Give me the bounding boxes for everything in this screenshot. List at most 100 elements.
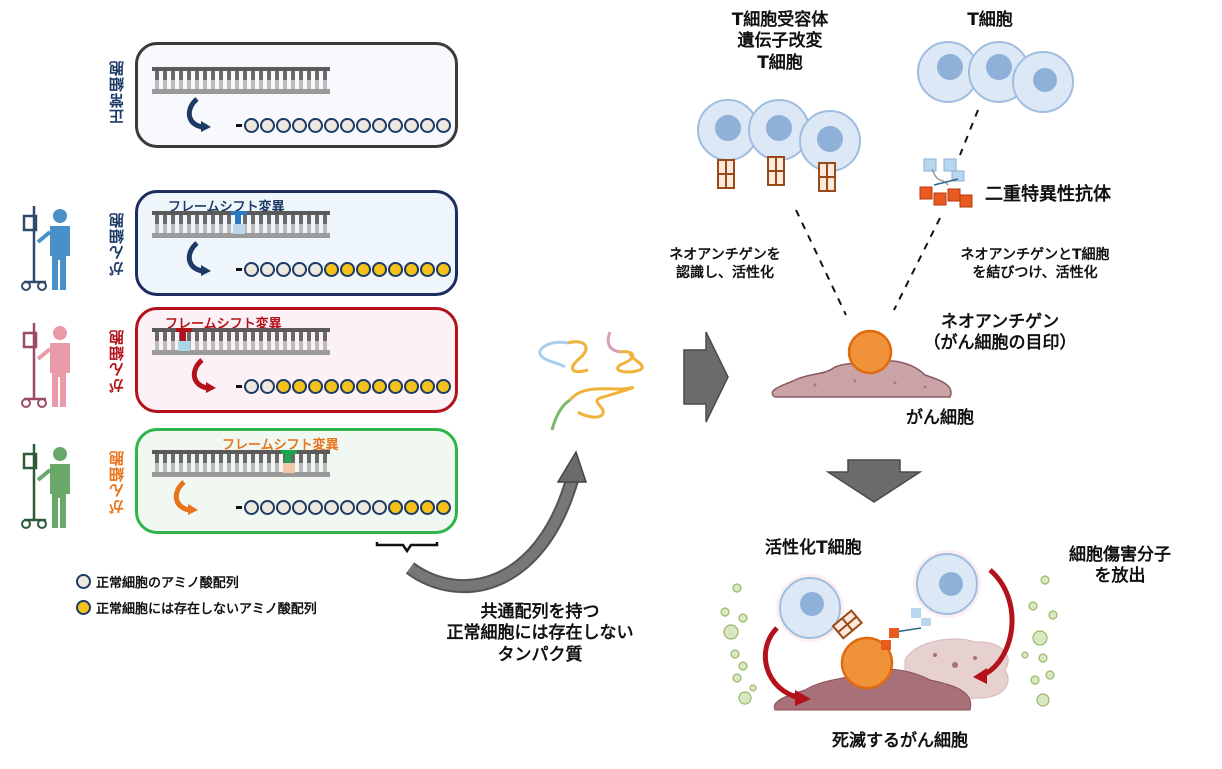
- dying-cancer-label: 死滅するがん細胞: [832, 731, 968, 751]
- chain-start: [236, 506, 242, 509]
- mutant-amino-acid: [356, 379, 371, 394]
- translation-arrow-icon: [186, 97, 211, 132]
- panel-cancer-red: [135, 307, 458, 413]
- shared-protein-caption: 共通配列を持つ 正常細胞には存在しない タンパク質: [420, 602, 660, 666]
- legend-normal-aa: 正常細胞のアミノ酸配列: [76, 572, 239, 591]
- tcr-t-cell-label: T細胞受容体 遺伝子改変 T細胞: [700, 10, 860, 74]
- patient-iv-icon: [21, 206, 70, 291]
- cytotoxic-granules-icon: [720, 575, 1058, 707]
- amino-acid-chain: [236, 262, 452, 277]
- t-cell-label: T細胞: [967, 10, 1013, 30]
- panel-label: がん細胞: [108, 450, 126, 514]
- down-arrow-icon: [825, 459, 923, 503]
- panel-label: がん細胞: [108, 212, 126, 276]
- mutant-amino-acid: [420, 500, 435, 515]
- tcr-label-line-2: 遺伝子改変: [737, 31, 823, 52]
- cytotoxic-label: 細胞傷害分子 を放出: [1050, 545, 1190, 588]
- t-cells-icon: [917, 41, 1074, 113]
- tcr-label-line-1: T細胞受容体: [731, 10, 829, 30]
- chain-start: [236, 268, 242, 271]
- release-arrow-icon: [981, 568, 1015, 678]
- normal-amino-acid: [356, 500, 371, 515]
- normal-amino-acid: [404, 118, 419, 133]
- normal-amino-acid: [356, 118, 371, 133]
- tcr-action-line-1: ネオアンチゲンを: [669, 247, 781, 263]
- mutant-amino-acid: [388, 379, 403, 394]
- right-arrow-icon: [683, 331, 729, 423]
- dna-ladder-icon: [152, 450, 330, 477]
- legend-mutant-aa: 正常細胞には存在しないアミノ酸配列: [76, 598, 317, 617]
- cancer-cell-label: がん細胞: [906, 408, 974, 428]
- release-arrow-icon: [762, 626, 801, 701]
- mutant-amino-acid: [436, 500, 451, 515]
- panel-cancer-blue: [135, 190, 458, 296]
- panel-cancer-green: [135, 428, 458, 534]
- mutant-amino-acid: [420, 379, 435, 394]
- translation-arrow-icon: [191, 358, 216, 393]
- normal-amino-acid: [260, 262, 275, 277]
- mutant-amino-acid: [324, 379, 339, 394]
- bispecific-action-text: ネオアンチゲンとT細胞 を結びつけ、活性化: [925, 247, 1145, 282]
- dna-ladder-icon: [152, 328, 330, 355]
- normal-amino-acid: [420, 118, 435, 133]
- patient-iv-icon: [21, 323, 70, 408]
- mutant-amino-acid: [340, 262, 355, 277]
- antibody-dashed-line: [893, 217, 941, 311]
- legend-mutant-text: 正常細胞には存在しないアミノ酸配列: [96, 602, 317, 617]
- normal-aa-swatch: [76, 574, 91, 589]
- neoantigen-label-line-2: （がん細胞の目印）: [923, 333, 1077, 354]
- mutant-amino-acid: [324, 262, 339, 277]
- normal-amino-acid: [292, 118, 307, 133]
- normal-amino-acid: [372, 118, 387, 133]
- normal-amino-acid: [436, 118, 451, 133]
- brace-icon: [375, 542, 439, 554]
- normal-amino-acid: [244, 379, 259, 394]
- normal-amino-acid: [388, 118, 403, 133]
- bispecific-action-line-1: ネオアンチゲンとT細胞: [960, 247, 1110, 263]
- caption-line-1: 共通配列を持つ: [480, 602, 600, 622]
- translation-arrow-icon: [186, 241, 211, 276]
- mutant-amino-acid: [372, 379, 387, 394]
- cytotoxic-label-line-2: を放出: [1094, 566, 1146, 587]
- t-cell-dashed-line: [959, 109, 979, 156]
- mutant-amino-acid: [404, 262, 419, 277]
- normal-amino-acid: [260, 118, 275, 133]
- amino-acid-chain: [236, 500, 452, 515]
- normal-amino-acid: [260, 379, 275, 394]
- normal-amino-acid: [324, 118, 339, 133]
- protein-fragments-icon: [538, 331, 644, 431]
- cancer-cell-with-neoantigen-icon: [771, 329, 952, 398]
- normal-amino-acid: [276, 262, 291, 277]
- mutant-amino-acid: [292, 379, 307, 394]
- mutant-amino-acid: [436, 379, 451, 394]
- dying-cancer-scene-icon: [720, 550, 1058, 711]
- mutant-amino-acid: [372, 262, 387, 277]
- normal-amino-acid: [276, 500, 291, 515]
- tcr-action-text: ネオアンチゲンを 認識し、活性化: [640, 247, 810, 282]
- tcr-action-line-2: 認識し、活性化: [676, 264, 774, 281]
- neoantigen-label: ネオアンチゲン （がん細胞の目印）: [900, 312, 1100, 355]
- panel-label: 正常細胞: [108, 60, 126, 124]
- mutant-amino-acid: [388, 262, 403, 277]
- normal-amino-acid: [324, 500, 339, 515]
- translation-arrow-icon: [173, 480, 198, 515]
- bispecific-label: 二重特異性抗体: [985, 184, 1111, 205]
- mutant-amino-acid: [420, 262, 435, 277]
- normal-amino-acid: [308, 500, 323, 515]
- tcr-t-cells-icon: [697, 99, 861, 192]
- chain-start: [236, 385, 242, 388]
- normal-amino-acid: [340, 500, 355, 515]
- tcr-label-line-3: T細胞: [757, 52, 803, 73]
- neoantigen-icon: [847, 329, 893, 375]
- caption-line-3: タンパク質: [497, 644, 583, 665]
- mutant-amino-acid: [404, 379, 419, 394]
- bispecific-antibody-icon: [881, 608, 931, 650]
- mutant-amino-acid: [436, 262, 451, 277]
- caption-line-2: 正常細胞には存在しない: [446, 623, 634, 644]
- patient-iv-icon: [21, 444, 70, 529]
- normal-amino-acid: [276, 118, 291, 133]
- normal-amino-acid: [244, 500, 259, 515]
- dashed-connectors: [795, 109, 979, 316]
- amino-acid-chain: [236, 118, 452, 133]
- mutant-aa-swatch: [76, 600, 91, 615]
